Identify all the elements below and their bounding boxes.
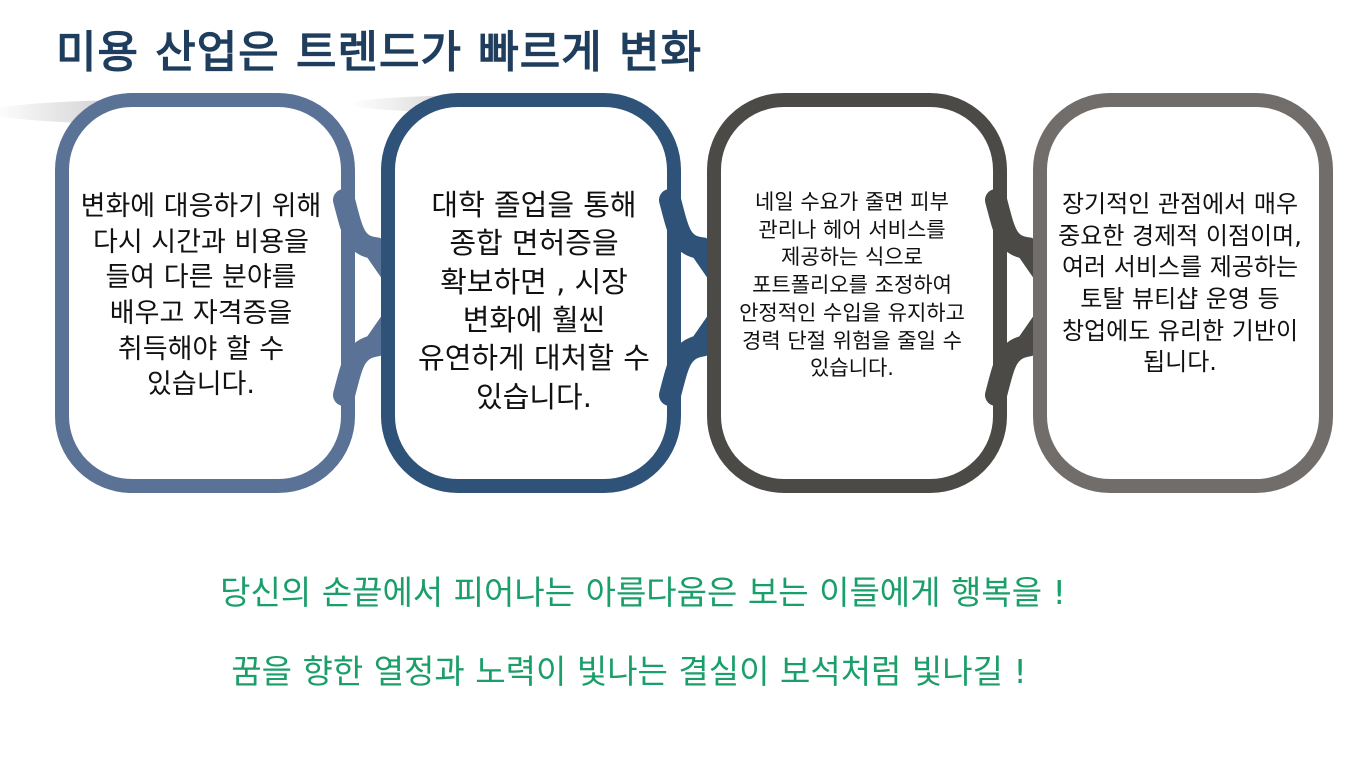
slogan-2: 꿈을 향한 열정과 노력이 빛나는 결실이 보석처럼 빛나길 ! — [231, 652, 1027, 691]
step-4-card — [1033, 93, 1333, 493]
step-3-card — [707, 93, 1007, 493]
step-1-card — [55, 93, 355, 493]
step-1-connector-gap — [356, 268, 370, 326]
step-2-text: 대학 졸업을 통해 종합 면허증을 확보하면 , 시장 변화에 훨씬 유연하게 … — [418, 188, 650, 414]
page-title: 미용 산업은 트렌드가 빠르게 변화 — [56, 27, 702, 78]
step-4-text: 장기적인 관점에서 매우 중요한 경제적 이점이며, 여러 서비스를 제공하는 … — [1058, 189, 1302, 377]
step-3-text: 네일 수요가 줄면 피부 관리나 헤어 서비스를 제공하는 식으로 포트폴리오를… — [739, 189, 965, 381]
step-1-text: 변화에 대응하기 위해 다시 시간과 비용을 들여 다른 분야를 배우고 자격증… — [80, 191, 322, 401]
step-2-card — [381, 93, 681, 493]
step-3-connector-gap — [1008, 268, 1022, 326]
slogan-1: 당신의 손끝에서 피어나는 아름다움은 보는 이들에게 행복을 ! — [220, 573, 1066, 612]
step-2-connector-gap — [682, 268, 696, 326]
